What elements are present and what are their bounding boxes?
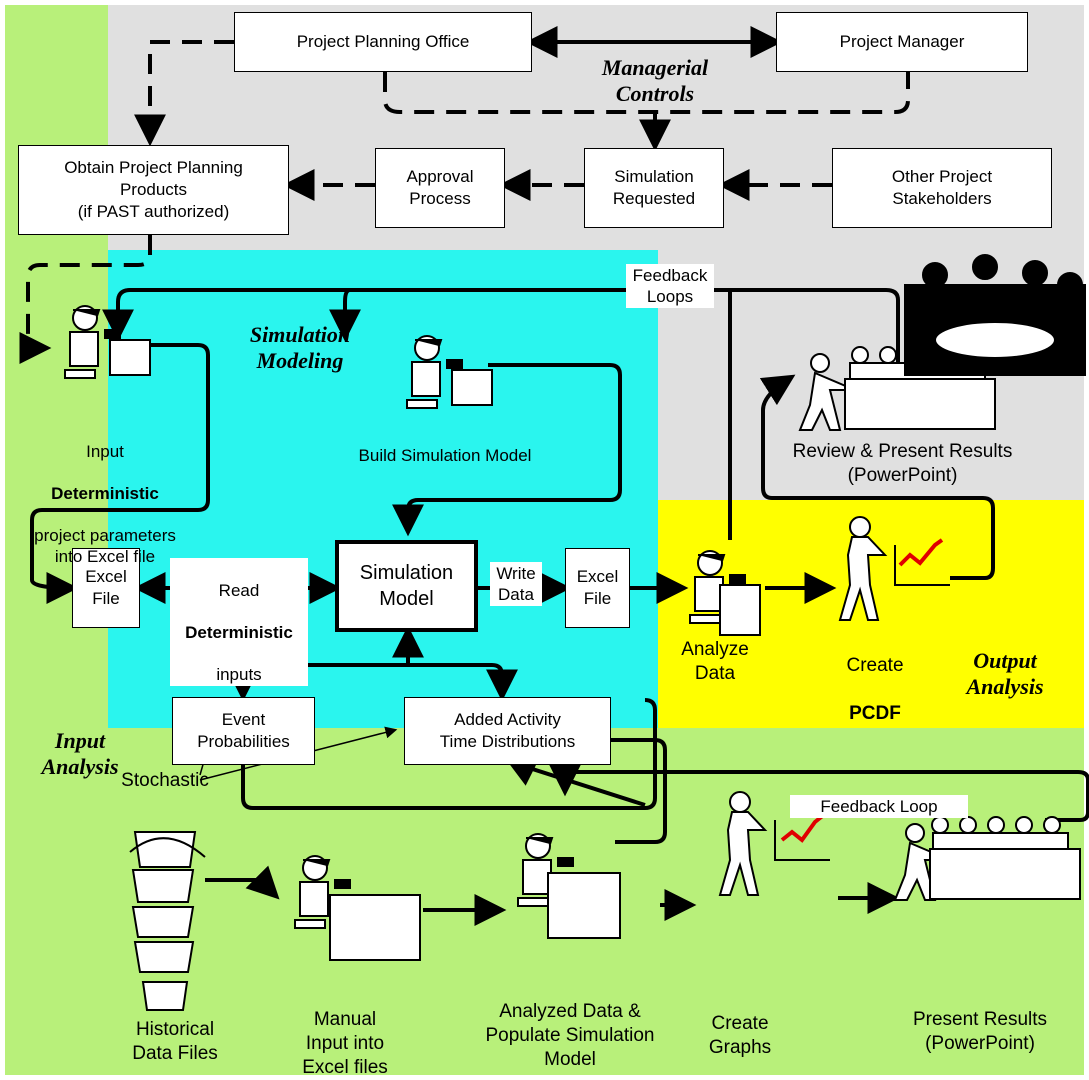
write-data-tag: Write Data (490, 562, 542, 606)
pcdf-word: PCDF (849, 703, 901, 724)
added-activity-box: Added Activity Time Distributions (404, 697, 611, 765)
analyzed-data-label: Analyzed Data & Populate Simulation Mode… (485, 1001, 655, 1070)
create-word: Create (846, 655, 904, 676)
meeting-silhouette-icon (904, 254, 1086, 376)
stochastic-label: Stochastic (121, 770, 209, 791)
project-parameters-text: project parameters into Excel file (34, 526, 176, 566)
create-pcdf-label: Create PCDF (820, 630, 930, 726)
managerial-controls-title: Managerial Controls (601, 55, 709, 106)
output-analysis-title: Output Analysis (966, 648, 1044, 699)
input-analysis-title: Input Analysis (41, 728, 119, 779)
input-word: Input (86, 442, 124, 461)
simulation-requested-box: Simulation Requested (584, 148, 724, 228)
people-icons (64, 254, 1086, 1011)
deterministic-label: Deterministic (185, 623, 293, 642)
approval-process-box: Approval Process (375, 148, 505, 228)
feedback-loops-tag: Feedback Loops (626, 264, 714, 308)
read-label: Read (218, 581, 260, 600)
simulation-modeling-title: Simulation Modeling (249, 322, 351, 373)
simulation-model-box: Simulation Model (335, 540, 478, 632)
analyze-data-label: Analyze Data (681, 639, 749, 684)
worker-at-desk-icon (294, 855, 421, 961)
presenter-icon (838, 516, 950, 621)
worker-at-desk-icon (689, 550, 761, 636)
historical-data-label: Historical Data Files (132, 1019, 218, 1064)
manual-input-label: Manual Input into Excel files (302, 1009, 388, 1078)
review-present-results-label: Review & Present Results (PowerPoint) (792, 441, 1013, 486)
event-probabilities-box: Event Probabilities (172, 697, 315, 765)
input-deterministic-label: Input Deterministic project parameters i… (10, 420, 200, 567)
excel-file-output-box: Excel File (565, 548, 630, 628)
create-graphs-label: Create Graphs (708, 1013, 772, 1058)
feedback-loop-tag: Feedback Loop (790, 795, 968, 818)
project-planning-office-box: Project Planning Office (234, 12, 532, 72)
obtain-planning-products-box: Obtain Project Planning Products (if PAS… (18, 145, 289, 235)
audience-table-icon (893, 816, 1081, 901)
worker-at-desk-icon (406, 335, 493, 409)
excel-file-input-box: Excel File (72, 548, 140, 628)
presenter-icon (718, 791, 830, 896)
worker-at-desk-icon (64, 305, 151, 379)
deterministic-word: Deterministic (51, 484, 159, 503)
read-deterministic-tag: Read Deterministic inputs (170, 558, 308, 686)
historical-files-icon (129, 831, 206, 1011)
managerial-flow-lines (19, 40, 910, 364)
worker-at-desk-icon (517, 833, 621, 939)
present-results-label: Present Results (PowerPoint) (912, 1009, 1048, 1054)
project-manager-box: Project Manager (776, 12, 1028, 72)
inputs-label: inputs (216, 665, 262, 684)
other-stakeholders-box: Other Project Stakeholders (832, 148, 1052, 228)
build-simulation-model-label: Build Simulation Model (358, 446, 532, 465)
